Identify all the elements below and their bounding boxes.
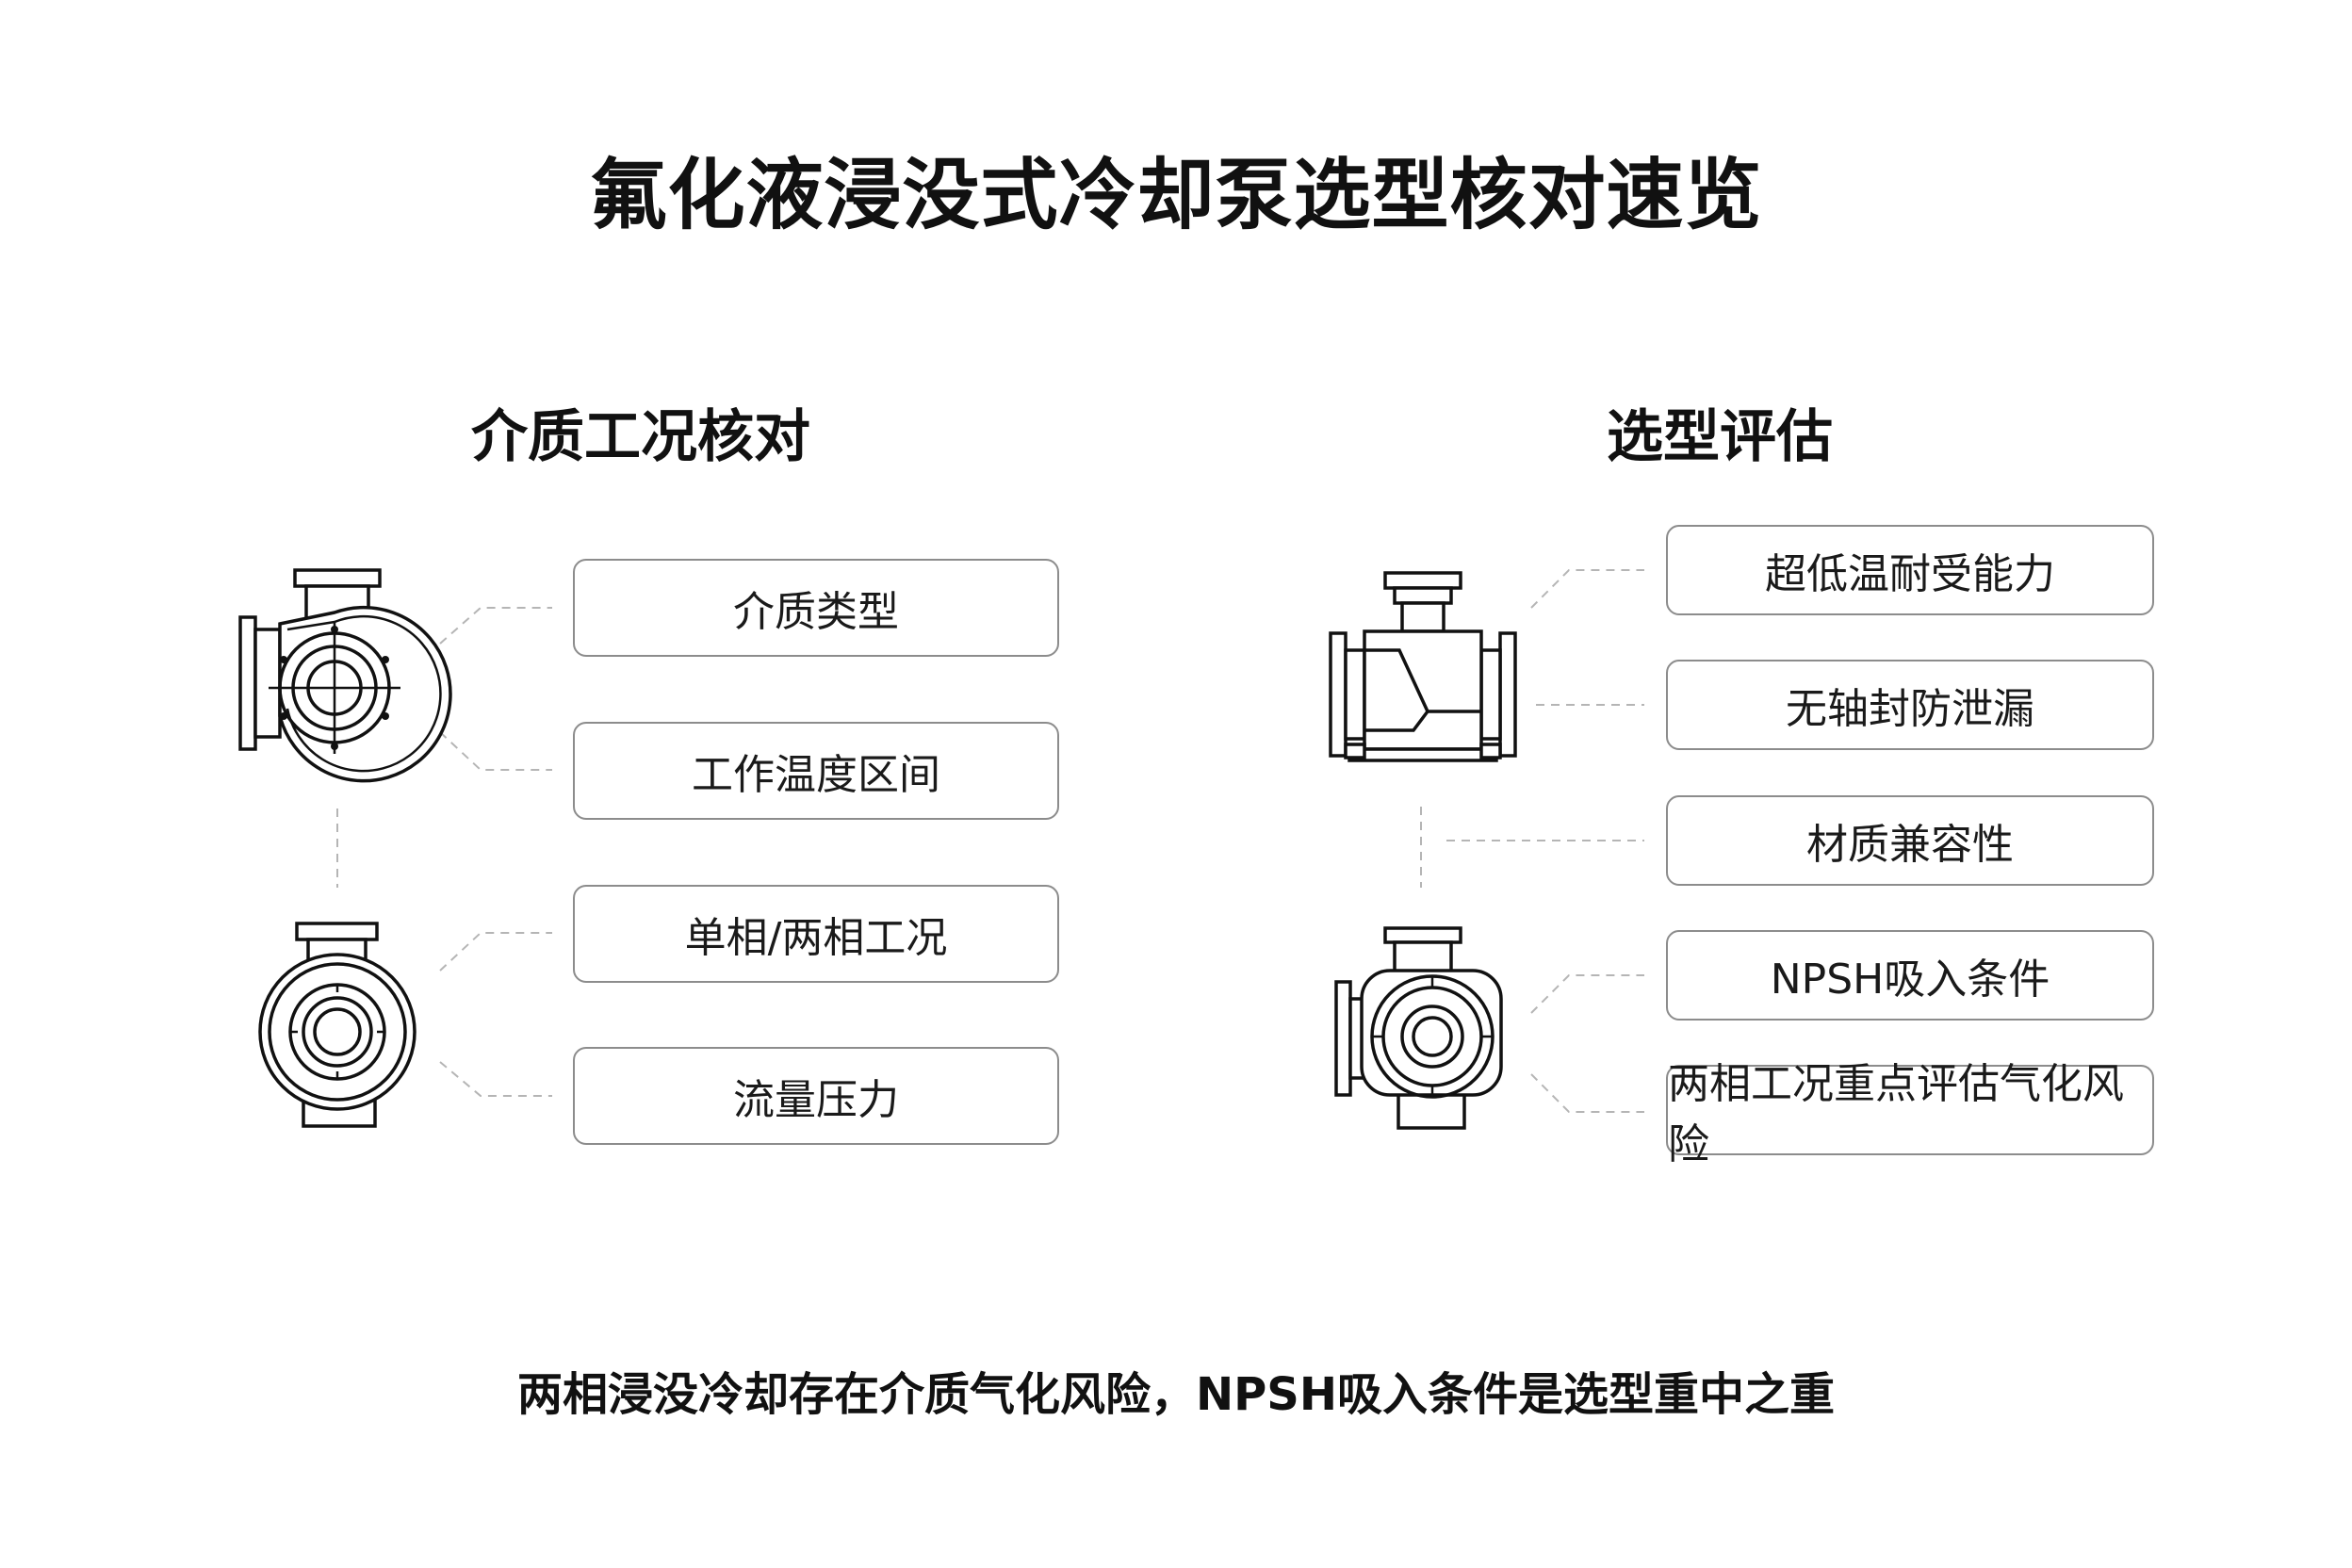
right-connectors xyxy=(1420,569,1644,1113)
condition-card-phase-condition: 单相/两相工况 xyxy=(573,885,1059,983)
evaluation-card-low-temp: 超低温耐受能力 xyxy=(1666,525,2154,615)
section-heading-conditions: 介质工况核对 xyxy=(471,404,810,470)
footer-note: 两相浸没冷却存在介质气化风险，NPSH吸入条件是选型重中之重 xyxy=(516,1368,1836,1421)
page-title: 氟化液浸没式冷却泵选型核对速览 xyxy=(589,151,1763,240)
left-connectors xyxy=(336,607,552,1097)
condition-card-temperature-range: 工作温度区间 xyxy=(573,722,1059,820)
evaluation-card-vaporization-risk: 两相工况重点评估气化风险 xyxy=(1666,1060,2154,1168)
condition-card-medium-type: 介质类型 xyxy=(573,559,1059,657)
volute-pump-icon xyxy=(238,568,452,783)
inline-pump-icon xyxy=(1329,571,1517,762)
evaluation-card-sealless: 无轴封防泄漏 xyxy=(1666,660,2154,750)
centrifugal-pump-icon xyxy=(258,922,416,1128)
condition-card-flow-pressure: 流量压力 xyxy=(573,1047,1059,1145)
evaluation-card-npsh: NPSH吸入条件 xyxy=(1666,930,2154,1021)
section-heading-evaluation: 选型评估 xyxy=(1607,404,1833,470)
evaluation-card-material: 材质兼容性 xyxy=(1666,795,2154,886)
side-suction-pump-icon xyxy=(1334,926,1503,1130)
